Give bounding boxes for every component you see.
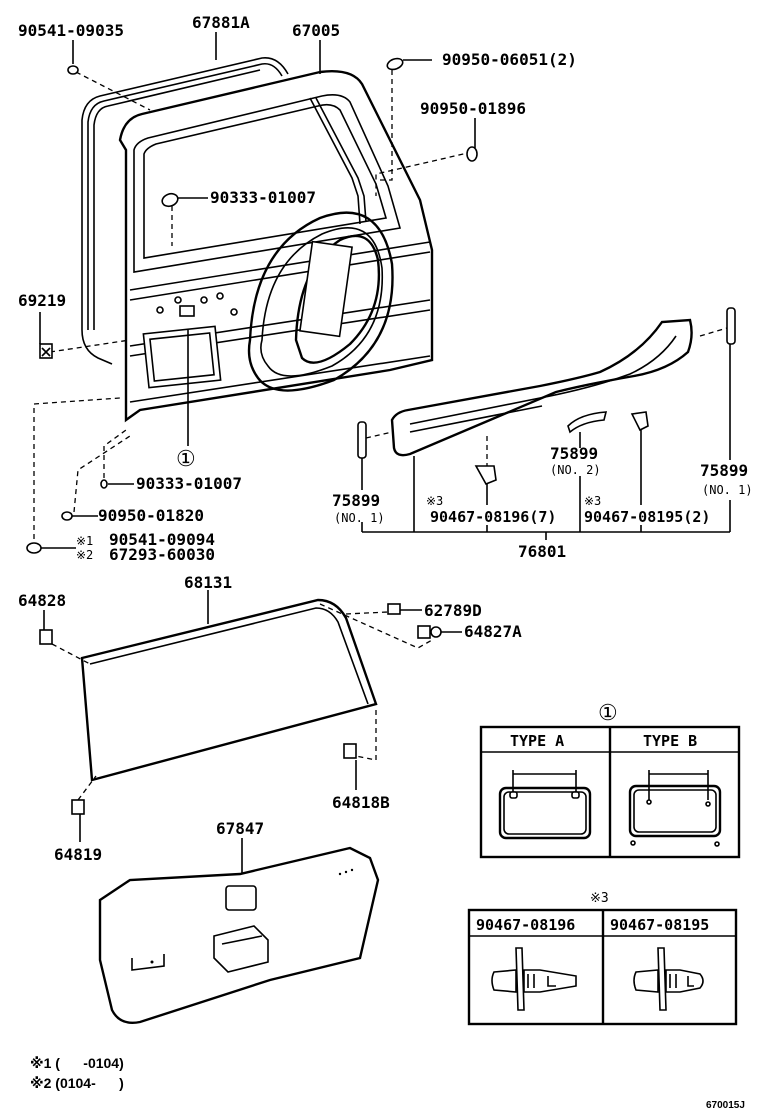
label-90541-09094: 90541-09094 <box>109 530 215 549</box>
stopper-64818b-icon <box>343 743 357 759</box>
end-cap-75899-right-icon <box>726 307 736 345</box>
label-90950-01820: 90950-01820 <box>98 506 204 525</box>
label-no1-right: (NO. 1) <box>702 483 753 497</box>
plug-90950-01820-icon <box>61 511 73 521</box>
label-90333-01007-bottom: 90333-01007 <box>136 474 242 493</box>
clip-90467-08195-detail-icon <box>633 947 704 1011</box>
plug-90950-06051-icon <box>386 57 404 71</box>
label-68131: 68131 <box>184 573 232 592</box>
type-a-header: TYPE A <box>510 732 564 750</box>
label-90541-09035: 90541-09035 <box>18 21 124 40</box>
label-64828: 64828 <box>18 591 66 610</box>
label-no2: (NO. 2) <box>550 463 601 477</box>
back-glass-68131 <box>80 598 378 782</box>
label-75899-no1-right: 75899 <box>700 461 748 480</box>
label-64827a: 64827A <box>464 622 522 641</box>
cap-75899-no2-icon <box>567 411 608 434</box>
figure-code: 670015J <box>706 1100 745 1111</box>
clip-table-col1: 90467-08196 <box>476 916 575 934</box>
label-90950-06051: 90950-06051(2) <box>442 50 577 69</box>
back-door-panel-67005 <box>118 70 434 423</box>
mark-1: ※1 <box>76 534 93 548</box>
label-64819: 64819 <box>54 845 102 864</box>
clip-69219-icon <box>39 343 53 359</box>
mark-2: ※2 <box>76 548 93 562</box>
weatherstrip-67881a <box>81 57 289 365</box>
footnote-2: ※2 (0104- ) <box>30 1075 124 1091</box>
stopper-64828-icon <box>39 629 53 645</box>
plug-90541-09094-icon <box>26 542 42 554</box>
label-64818b: 64818B <box>332 793 390 812</box>
label-no1-left: (NO. 1) <box>334 511 385 525</box>
clip-table: ※3 90467-08196 90467-08195 <box>467 891 738 1026</box>
end-cap-75899-left-icon <box>357 421 367 459</box>
label-90950-01896: 90950-01896 <box>420 99 526 118</box>
garnish-76801 <box>390 318 693 457</box>
label-90467-08195-qty: 90467-08195(2) <box>584 508 710 526</box>
label-67881a: 67881A <box>192 13 250 32</box>
type-a-plate-icon <box>498 770 592 840</box>
label-67293-60030: 67293-60030 <box>109 545 215 564</box>
plug-90333-01007-bot-icon <box>100 479 108 489</box>
footnote-1: ※1 ( -0104) <box>30 1055 124 1071</box>
label-76801: 76801 <box>518 542 566 561</box>
trim-board-67847 <box>98 846 380 1024</box>
label-62789d: 62789D <box>424 601 482 620</box>
plug-90950-01896-icon <box>466 146 478 162</box>
mark-3-a: ※3 <box>426 494 443 508</box>
clip-90467-08196-detail-icon <box>491 947 577 1011</box>
label-69219: 69219 <box>18 291 66 310</box>
clip-62789d-icon <box>387 603 401 615</box>
label-67005: 67005 <box>292 21 340 40</box>
mark-3-b: ※3 <box>584 494 601 508</box>
label-75899-no1-left: 75899 <box>332 491 380 510</box>
label-75899-no2: 75899 <box>550 444 598 463</box>
type-b-header: TYPE B <box>643 732 697 750</box>
label-90467-08196-qty: 90467-08196(7) <box>430 508 556 526</box>
plug-90333-01007-top-icon <box>161 192 179 208</box>
grommet-90541-09035-icon <box>67 65 79 75</box>
type-table: ① TYPE A TYPE B <box>479 701 741 859</box>
type-table-ref: ① <box>598 701 618 726</box>
type-b-plate-icon <box>628 770 722 847</box>
label-67847: 67847 <box>216 819 264 838</box>
stopper-64827a-icon <box>417 625 442 639</box>
clip-90467-08195-icon <box>630 411 649 432</box>
ref-1-marker: ① <box>176 447 196 472</box>
clip-table-col2: 90467-08195 <box>610 916 709 934</box>
clip-table-ref: ※3 <box>590 891 609 906</box>
label-90333-01007-top: 90333-01007 <box>210 188 316 207</box>
stopper-64819-icon <box>71 799 85 815</box>
clip-90467-08196-icon <box>474 465 497 486</box>
